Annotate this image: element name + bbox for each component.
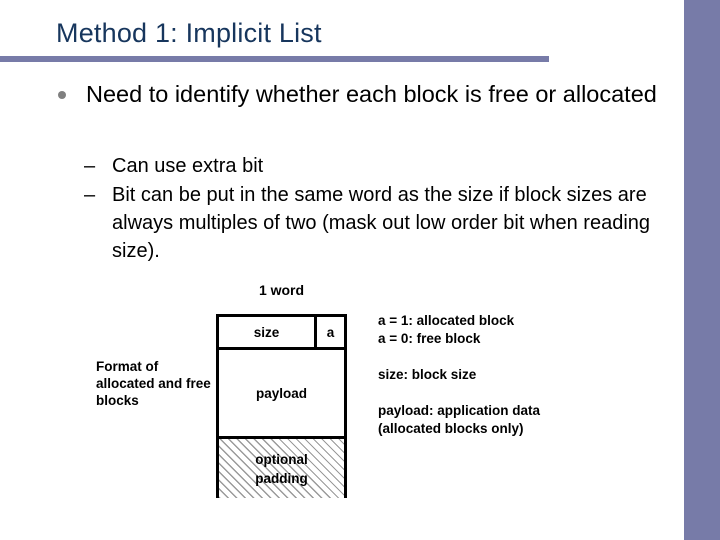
legend-payload-line-2: (allocated blocks only) — [378, 421, 524, 436]
legend-free-line: a = 0: free block — [378, 331, 481, 346]
block-header-row: size a — [219, 317, 344, 350]
diagram-format-label: Format of allocated and free blocks — [96, 359, 211, 408]
title-underline-rule — [0, 56, 549, 62]
block-payload-cell: payload — [219, 350, 344, 439]
legend-payload-line-1: payload: application data — [378, 403, 541, 418]
sub-bullet-item-2: – Bit can be put in the same word as the… — [84, 181, 664, 265]
legend-size-line: size: block size — [378, 367, 477, 382]
legend-group-alloc-flag: a = 1: allocated block a = 0: free block — [378, 312, 638, 348]
bullet-text-primary: Need to identify whether each block is f… — [86, 81, 657, 107]
legend-allocated-line: a = 1: allocated block — [378, 313, 515, 328]
legend-group-size: size: block size — [378, 366, 638, 384]
padding-line-1: optional — [255, 451, 308, 467]
sub-bullet-text-2: Bit can be put in the same word as the s… — [112, 184, 651, 262]
bullet-dot-icon — [58, 91, 66, 99]
bullet-item-primary: Need to identify whether each block is f… — [58, 78, 658, 111]
diagram-legend: a = 1: allocated block a = 0: free block… — [378, 312, 638, 438]
slide-accent-bar — [684, 0, 720, 540]
legend-group-payload: payload: application data (allocated blo… — [378, 402, 638, 438]
block-size-cell: size — [219, 317, 317, 347]
block-optional-padding-cell: optional padding — [219, 439, 344, 498]
sub-bullet-item-1: – Can use extra bit — [84, 152, 664, 180]
padding-line-2: padding — [255, 470, 308, 486]
dash-icon: – — [84, 184, 96, 206]
dash-icon: – — [84, 155, 96, 177]
diagram-word-label: 1 word — [258, 282, 305, 298]
page-title: Method 1: Implicit List — [56, 18, 322, 48]
sub-bullet-text-1: Can use extra bit — [112, 155, 264, 177]
memory-block-diagram: size a payload optional padding — [216, 314, 347, 498]
block-alloc-flag-cell: a — [326, 324, 335, 340]
